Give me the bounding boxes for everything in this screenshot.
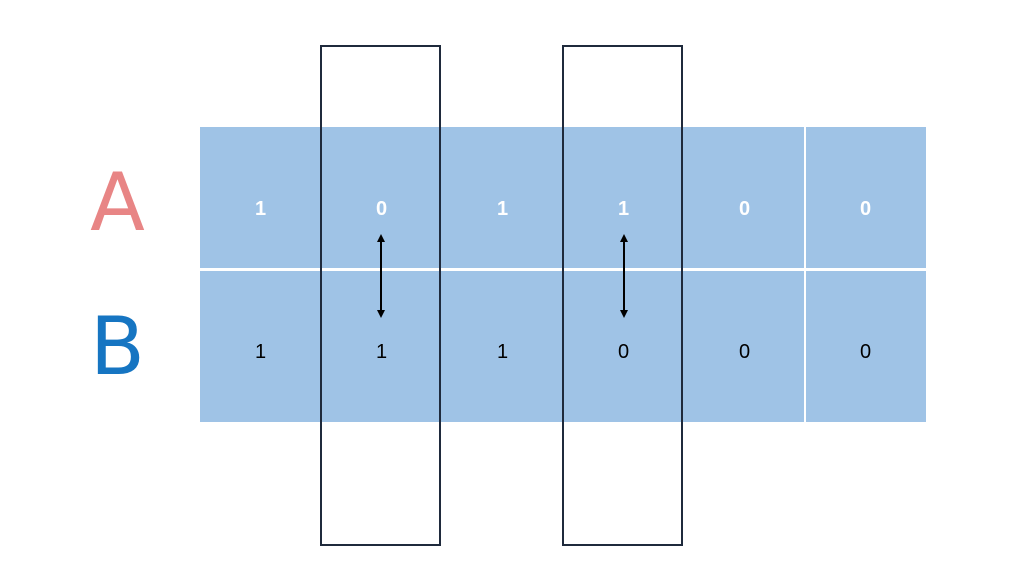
cell-a-3: 1 bbox=[496, 198, 509, 220]
cell-b-2: 1 bbox=[375, 341, 388, 363]
cell-a-6: 0 bbox=[859, 198, 872, 220]
cell-a-5: 0 bbox=[738, 198, 751, 220]
row-label-a: A bbox=[90, 156, 145, 249]
cell-a-2: 0 bbox=[375, 198, 388, 220]
cell-b-6: 0 bbox=[859, 341, 872, 363]
cell-b-5: 0 bbox=[738, 341, 751, 363]
column-divider bbox=[804, 127, 806, 422]
row-label-b: B bbox=[90, 300, 145, 393]
cell-b-4: 0 bbox=[617, 341, 630, 363]
cell-b-3: 1 bbox=[496, 341, 509, 363]
highlight-box-column-4 bbox=[562, 45, 683, 546]
highlight-box-column-2 bbox=[320, 45, 441, 546]
cell-a-4: 1 bbox=[617, 198, 630, 220]
cell-b-1: 1 bbox=[254, 341, 267, 363]
cell-a-1: 1 bbox=[254, 198, 267, 220]
